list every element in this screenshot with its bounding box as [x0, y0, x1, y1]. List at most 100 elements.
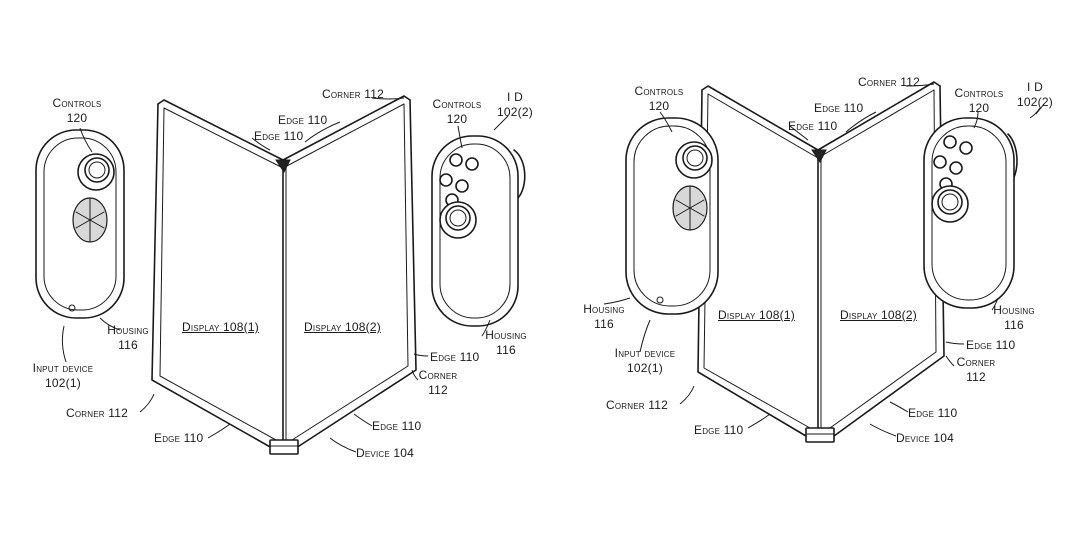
label-edge-bottom-l: Edge 110 — [154, 431, 204, 445]
label-controls-right-num: 120 — [446, 112, 468, 126]
device-frame-inner — [703, 89, 937, 429]
hinge-block-bottom — [805, 427, 835, 443]
device-frame-top — [157, 95, 411, 161]
leader — [139, 393, 155, 413]
label-edge-top-l: Edge 110 — [788, 119, 838, 133]
label-controls: Controls — [52, 96, 102, 110]
leader — [639, 319, 651, 353]
controller-body-inner — [43, 137, 117, 311]
figure-right — [603, 81, 1045, 443]
leader — [251, 137, 271, 151]
label-controls-num: 120 — [66, 111, 88, 125]
leader — [603, 297, 631, 305]
label-corner-right: Corner — [418, 368, 458, 382]
leader — [869, 423, 897, 437]
foldable-device-right — [697, 81, 945, 443]
button-icon — [465, 157, 479, 171]
joystick-ring — [88, 161, 106, 179]
leader — [329, 437, 357, 453]
hinge-block-bottom — [269, 439, 299, 455]
label-edge-top-r: Edge 110 — [814, 101, 864, 115]
leader — [747, 413, 771, 429]
joystick-ring — [686, 149, 704, 167]
leader — [1029, 107, 1041, 119]
label-corner-right-num: 112 — [428, 383, 448, 397]
device-frame-inner — [159, 103, 409, 441]
label-edge-bottom-r: Edge 110 — [372, 419, 422, 433]
label-housing-right: Housing — [485, 328, 527, 342]
leader — [789, 125, 809, 141]
leader — [207, 423, 231, 439]
leader — [457, 125, 463, 149]
label-edge-top-r: Edge 110 — [278, 113, 328, 127]
button-icon — [449, 153, 463, 167]
label-id-num: 102(2) — [497, 105, 533, 119]
label-display-1: Display 108(1) — [182, 320, 259, 334]
leader — [659, 111, 673, 133]
leader — [905, 83, 935, 87]
controller-body-outer — [431, 135, 519, 327]
label-corner-bottom: Corner 112 — [66, 406, 129, 420]
leader — [79, 127, 93, 153]
leader — [679, 385, 695, 405]
button-icon — [959, 141, 973, 155]
leader — [371, 97, 405, 100]
label-corner-right-num: 112 — [966, 370, 986, 384]
label-housing-num: 116 — [594, 317, 614, 331]
button-icon — [949, 161, 963, 175]
leader — [991, 297, 999, 311]
label-input-device-num: 102(1) — [627, 361, 663, 375]
label-housing: Housing — [107, 323, 149, 337]
leader — [413, 353, 429, 357]
leader — [945, 341, 965, 345]
small-button — [68, 304, 76, 312]
button-icon — [439, 173, 453, 187]
leader — [304, 121, 341, 143]
dpad-cross — [75, 197, 105, 243]
dpad-cross — [675, 185, 705, 231]
leader — [353, 413, 373, 427]
label-id: I D — [1027, 80, 1043, 94]
label-corner-bottom: Corner 112 — [606, 398, 669, 412]
leader — [493, 115, 509, 131]
small-button — [656, 296, 664, 304]
label-controls: Controls — [634, 84, 684, 98]
leader-lines-left — [61, 97, 509, 453]
joystick-ring — [941, 193, 959, 211]
leader — [973, 111, 979, 129]
controller-body-inner — [439, 143, 511, 319]
controller-body-inner — [931, 125, 1007, 301]
button-icon — [943, 135, 957, 149]
label-device: Device 104 — [356, 446, 415, 460]
leader — [945, 355, 955, 367]
label-id: I D — [507, 90, 523, 104]
button-icon — [933, 155, 947, 169]
leader — [61, 325, 67, 363]
leader — [845, 111, 877, 133]
label-display-1: Display 108(1) — [718, 308, 795, 322]
leader-lines-right — [603, 83, 1045, 437]
controller-left-left — [35, 129, 125, 319]
leader-arrow — [1035, 103, 1045, 115]
label-corner-top: Corner 112 — [858, 75, 921, 89]
label-housing-num: 116 — [118, 338, 138, 352]
controller-right-left — [431, 135, 526, 327]
leader — [99, 317, 121, 331]
hinge-cap-top — [275, 159, 291, 173]
label-edge-right: Edge 110 — [966, 338, 1016, 352]
hinge-cap-top — [811, 149, 827, 163]
device-frame-outer — [151, 99, 417, 449]
label-corner-right: Corner — [956, 355, 996, 369]
label-edge-right: Edge 110 — [430, 350, 480, 364]
label-controls-right: Controls — [432, 97, 482, 111]
leader — [889, 401, 909, 413]
label-controls-right: Controls — [954, 86, 1004, 100]
label-display-2: Display 108(2) — [304, 320, 381, 334]
label-display-2: Display 108(2) — [840, 308, 917, 322]
label-id-num: 102(2) — [1017, 95, 1053, 109]
label-controls-num: 120 — [648, 99, 670, 113]
label-input-device: Input device — [32, 361, 94, 375]
leader — [481, 319, 491, 337]
